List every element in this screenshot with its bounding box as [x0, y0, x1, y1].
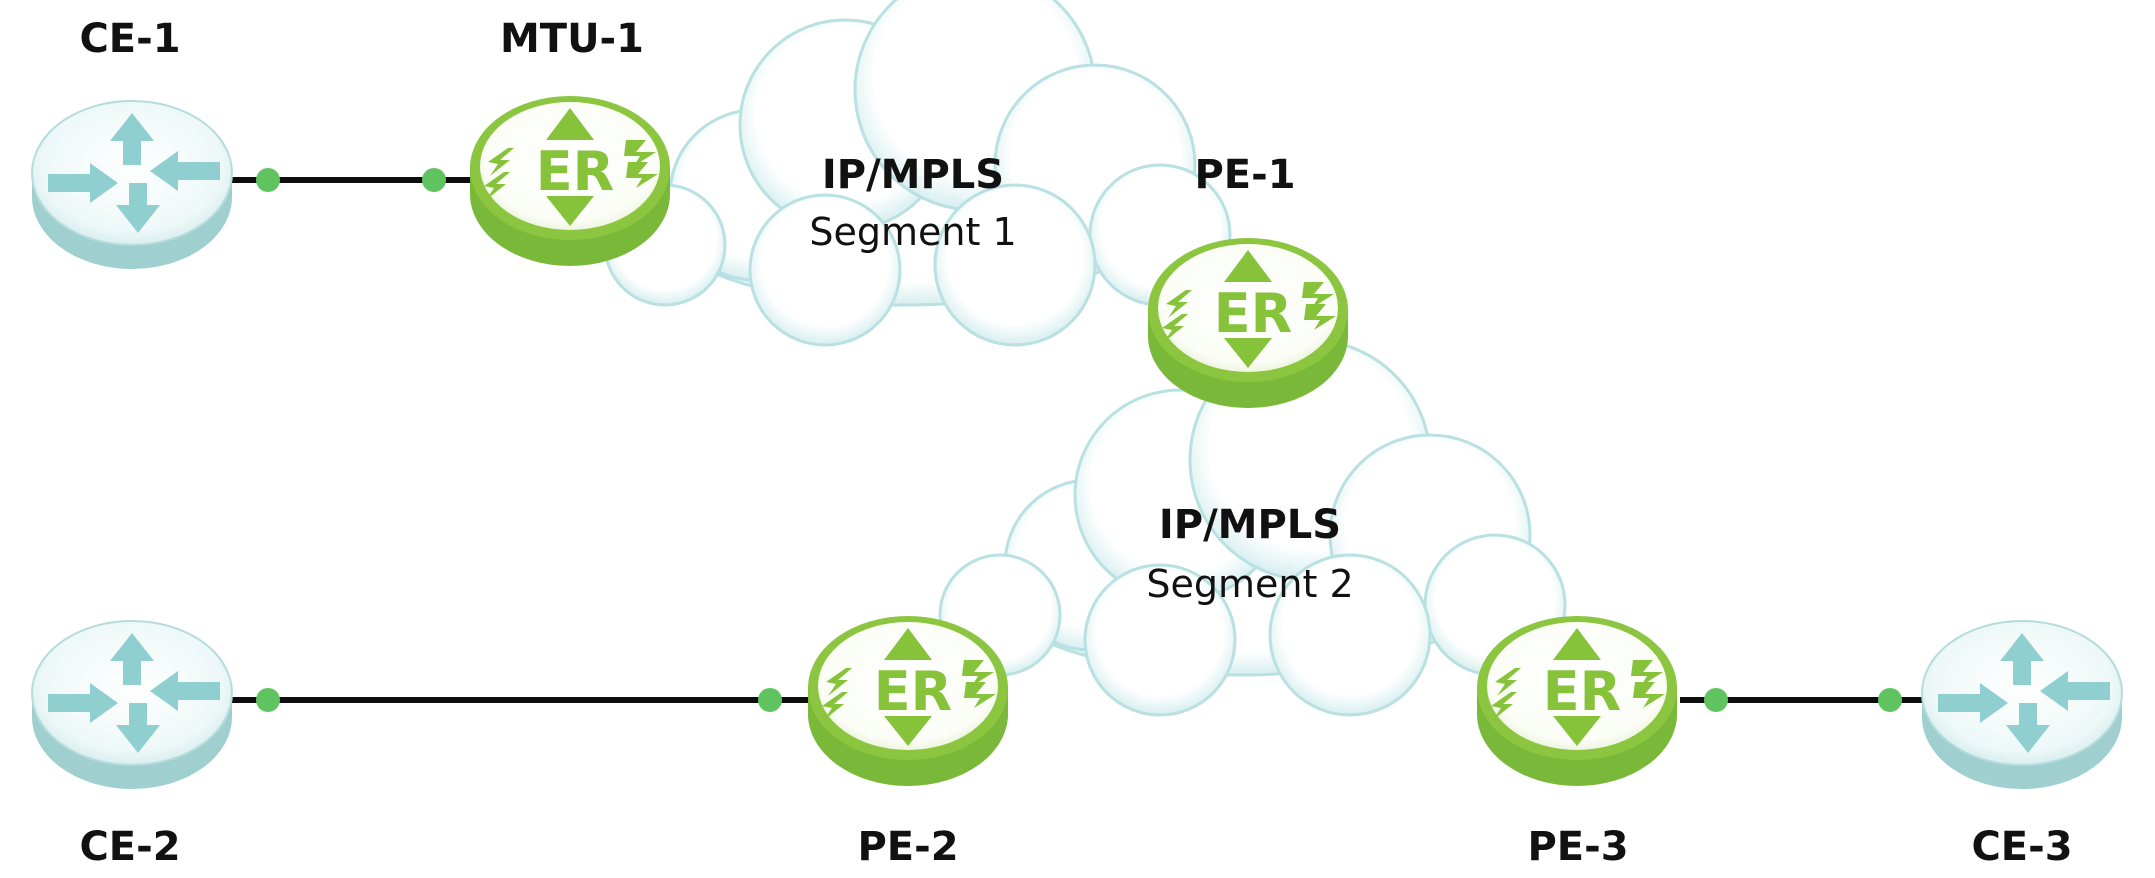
port-dot: [256, 168, 280, 192]
port-dot: [1704, 688, 1728, 712]
ce3-label: CE-3: [1971, 824, 2072, 870]
mtu1-label: MTU-1: [500, 16, 644, 62]
ce1-label: CE-1: [79, 16, 180, 62]
link-ce2-pe2: [230, 688, 812, 712]
port-dot: [758, 688, 782, 712]
segment-1-subtitle: Segment 1: [809, 210, 1016, 254]
pe2-label: PE-2: [857, 824, 958, 870]
pe3-label: PE-3: [1527, 824, 1628, 870]
er-logo: ER: [1543, 660, 1621, 723]
er-logo: ER: [1214, 282, 1292, 345]
port-dot: [422, 168, 446, 192]
link-pe3-ce3: [1680, 688, 1925, 712]
ce2-label: CE-2: [79, 824, 180, 870]
port-dot: [256, 688, 280, 712]
segment-2-title: IP/MPLS: [1159, 502, 1341, 548]
er-logo: ER: [536, 140, 614, 203]
ce2-router-icon: [31, 620, 233, 790]
er-logo: ER: [874, 660, 952, 723]
ce3-router-icon: [1921, 620, 2123, 790]
pe1-label: PE-1: [1194, 152, 1295, 198]
segment-2-subtitle: Segment 2: [1146, 562, 1353, 606]
port-dot: [1878, 688, 1902, 712]
ce1-router-icon: [31, 100, 233, 270]
link-ce1-mtu1: [230, 168, 480, 192]
segment-1-title: IP/MPLS: [822, 152, 1004, 198]
